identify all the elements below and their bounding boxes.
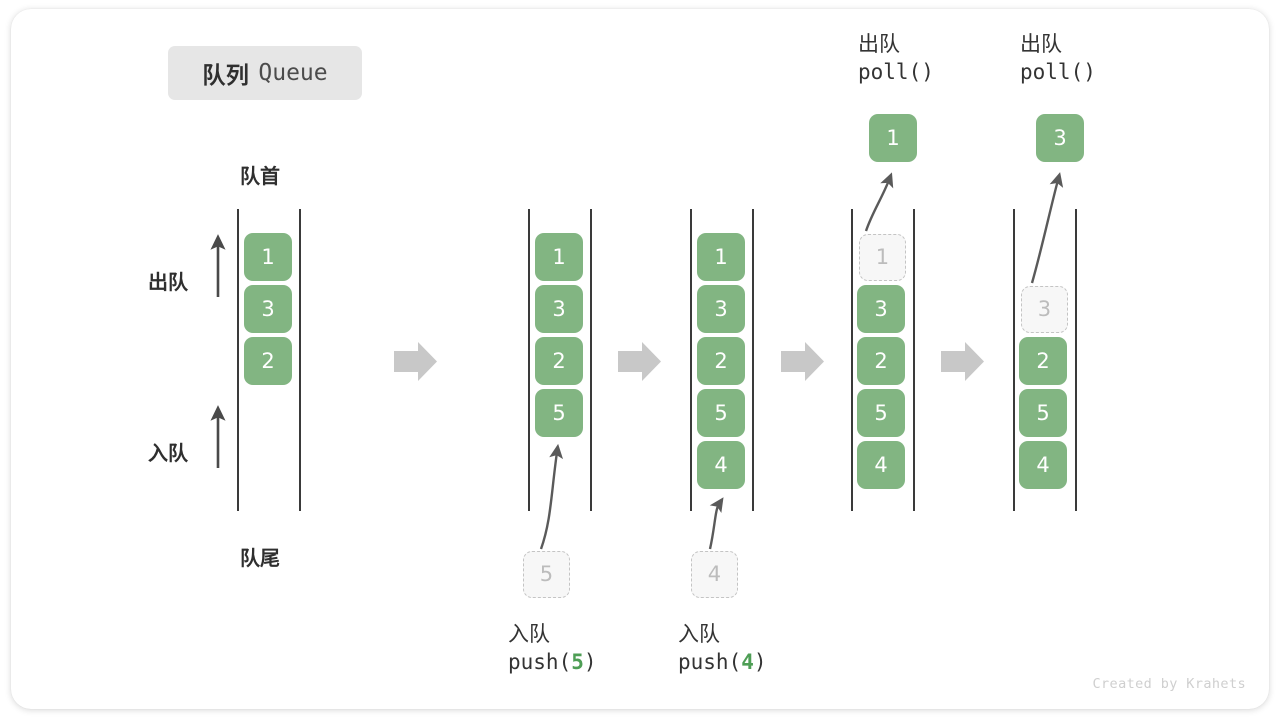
header-line-cn: 出队 — [1020, 32, 1062, 56]
queue-cell: 5 — [1019, 389, 1067, 437]
queue-cell-removed: 3 — [1021, 286, 1068, 333]
credit-text: Created by Krahets — [1092, 676, 1246, 692]
caption-line-code: push(4) — [678, 650, 767, 675]
queue-cell: 3 — [857, 285, 905, 333]
caption-line-code: push(5) — [508, 650, 597, 675]
title-label-cn: 队列 — [202, 63, 250, 89]
queue-cell: 2 — [697, 337, 745, 385]
queue-rail-left-c5 — [1013, 209, 1015, 511]
queue-cell: 1 — [697, 233, 745, 281]
caption-line-cn: 入队 — [508, 622, 550, 646]
queue-cell: 3 — [244, 285, 292, 333]
header-poll-3: 出队 poll() — [1020, 30, 1096, 86]
label-queue-tail: 队尾 — [240, 546, 280, 570]
header-line-code: poll() — [858, 60, 934, 85]
queue-rail-left-c3 — [690, 209, 692, 511]
popped-cell: 3 — [1036, 114, 1084, 162]
queue-cell: 1 — [535, 233, 583, 281]
queue-cell: 2 — [535, 337, 583, 385]
queue-rail-left-c1 — [237, 209, 239, 511]
header-line-cn: 出队 — [858, 32, 900, 56]
header-line-code: poll() — [1020, 60, 1096, 85]
queue-cell: 5 — [535, 389, 583, 437]
queue-cell: 2 — [244, 337, 292, 385]
queue-cell: 4 — [857, 441, 905, 489]
label-dequeue-direction: 出队 — [148, 270, 188, 294]
label-queue-head: 队首 — [240, 164, 280, 188]
queue-rail-left-c2 — [528, 209, 530, 511]
queue-cell: 5 — [697, 389, 745, 437]
popped-cell: 1 — [869, 114, 917, 162]
queue-rail-right-c4 — [913, 209, 915, 511]
queue-rail-right-c3 — [752, 209, 754, 511]
queue-rail-right-c5 — [1075, 209, 1077, 511]
queue-cell: 1 — [244, 233, 292, 281]
queue-rail-right-c1 — [299, 209, 301, 511]
queue-cell: 5 — [857, 389, 905, 437]
caption-push-5: 入队 push(5) — [508, 620, 597, 676]
caption-line-cn: 入队 — [678, 622, 720, 646]
queue-cell-removed: 1 — [859, 234, 906, 281]
queue-cell: 3 — [697, 285, 745, 333]
title-label-en: Queue — [258, 60, 328, 86]
caption-push-4: 入队 push(4) — [678, 620, 767, 676]
queue-rail-left-c4 — [851, 209, 853, 511]
queue-cell: 2 — [1019, 337, 1067, 385]
queue-cell: 3 — [535, 285, 583, 333]
incoming-ghost-cell: 4 — [691, 551, 738, 598]
diagram-title-chip: 队列 Queue — [168, 46, 362, 100]
header-poll-1: 出队 poll() — [858, 30, 934, 86]
queue-cell: 4 — [697, 441, 745, 489]
queue-cell: 4 — [1019, 441, 1067, 489]
incoming-ghost-cell: 5 — [523, 551, 570, 598]
diagram-card — [11, 9, 1269, 709]
queue-rail-right-c2 — [590, 209, 592, 511]
queue-cell: 2 — [857, 337, 905, 385]
label-enqueue-direction: 入队 — [148, 441, 188, 465]
